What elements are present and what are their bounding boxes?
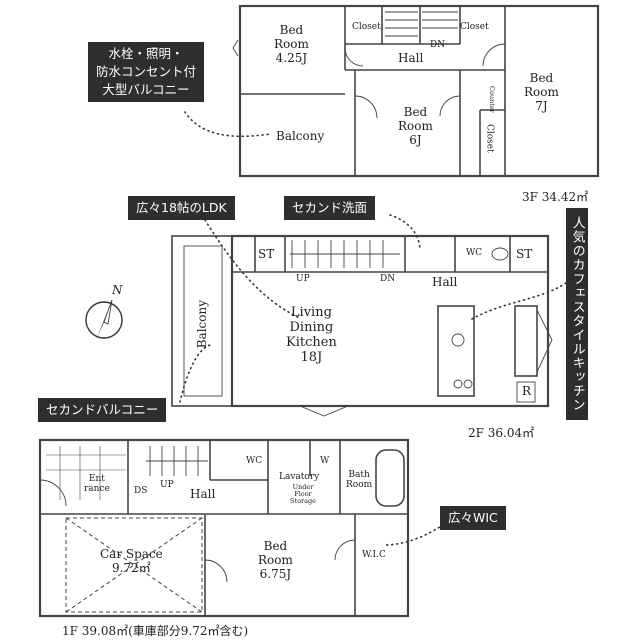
wc-2f-label: WC [466, 248, 483, 258]
callout-wic: 広々WIC [440, 506, 506, 531]
counter-label: Counter [487, 86, 496, 113]
room-ldk: Living Dining Kitchen 18J [286, 305, 337, 365]
wc-1f-label: WC [246, 456, 263, 466]
room-bed-7: Bed Room 7J [524, 71, 559, 113]
callout-second-wash: セカンド洗面 [284, 196, 376, 221]
callout-cafe-kitchen: 人気のカフェスタイルキッチン [566, 208, 588, 420]
hall-2f-label: Hall [432, 275, 458, 289]
closet-right-label: Closet [460, 22, 489, 32]
second-floor-area: 2F 36.04㎡ [468, 426, 535, 440]
callout-ldk: 広々18帖のLDK [128, 196, 235, 221]
refrigerator-label: R [522, 384, 532, 398]
second-floor-walls [171, 234, 553, 417]
wic-label: W.I.C [362, 550, 386, 560]
room-bed-6: Bed Room 6J [398, 105, 433, 147]
stair-dn-label: DN [430, 40, 446, 50]
lavatory-label: Lavatory [279, 472, 320, 482]
dn-2f-label: DN [380, 274, 396, 284]
third-floor-walls [232, 4, 600, 178]
balcony-2f-label: Balcony [195, 300, 209, 349]
closet-side-label: Closet [484, 124, 495, 153]
storage-label: Under Floor Storage [290, 483, 316, 505]
up-2f-label: UP [296, 274, 310, 284]
st-left-label: ST [258, 247, 275, 261]
bath-label: Bath Room [346, 470, 373, 491]
w-label: W [320, 456, 330, 466]
car-space-label: Car Space 9.72㎡ [100, 547, 163, 575]
balcony-3f-label: Balcony [276, 129, 325, 143]
room-bed-675: Bed Room 6.75J [258, 539, 293, 581]
entrance-label: Ent rance [84, 474, 110, 495]
room-bed-425: Bed Room 4.25J [274, 23, 309, 65]
first-floor-walls [38, 438, 410, 618]
hall-label: Hall [398, 51, 424, 65]
first-floor-area: 1F 39.08㎡(車庫部分9.72㎡含む) [62, 624, 249, 638]
compass-north-label: N [112, 283, 123, 297]
callout-balcony-features: 水栓・照明・ 防水コンセント付 大型バルコニー [88, 42, 205, 103]
st-right-label: ST [516, 247, 533, 261]
closet-left-label: Closet [352, 22, 381, 32]
up-1f-label: UP [160, 480, 174, 490]
third-floor-area: 3F 34.42㎡ [522, 190, 589, 204]
hall-1f-label: Hall [190, 487, 216, 501]
callout-second-balcony: セカンドバルコニー [38, 398, 167, 423]
compass-icon [85, 299, 123, 340]
ds-label: DS [134, 486, 148, 496]
